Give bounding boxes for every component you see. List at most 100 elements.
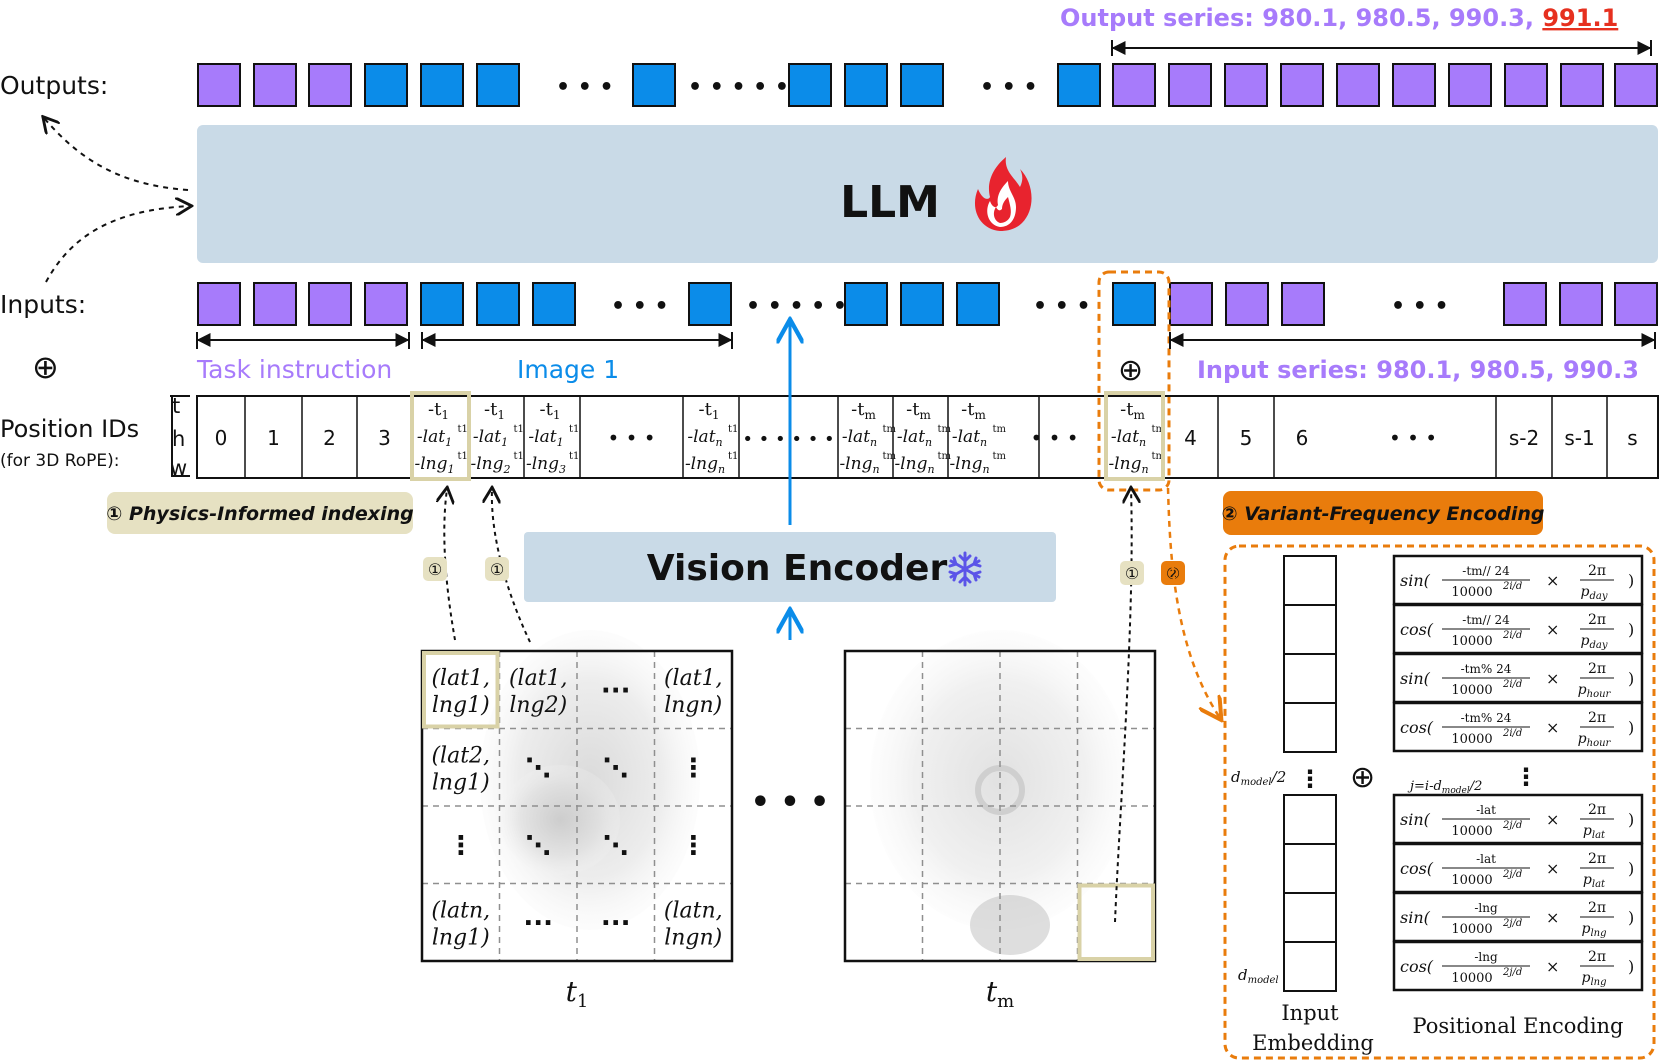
blue-token bbox=[900, 282, 944, 326]
blue-token bbox=[420, 63, 464, 107]
purple-token bbox=[1112, 63, 1156, 107]
image-1-label: Image 1 bbox=[517, 355, 619, 384]
grid-ellipsis-cell: ··· bbox=[601, 676, 631, 706]
ellipsis-token: • • • bbox=[556, 75, 614, 100]
svg-text:-tm: -tm bbox=[851, 399, 876, 422]
purple-token bbox=[1280, 63, 1324, 107]
svg-text:tm: tm bbox=[993, 451, 1007, 462]
svg-text:×: × bbox=[1546, 620, 1559, 639]
patch2-to-position-arrow bbox=[492, 489, 531, 643]
blue-token bbox=[420, 282, 464, 326]
svg-text:-tm: -tm bbox=[1120, 399, 1145, 422]
positional-encoding-label: Positional Encoding bbox=[1412, 1014, 1623, 1038]
svg-text:sin(: sin( bbox=[1400, 571, 1431, 590]
purple-token bbox=[1614, 282, 1658, 326]
purple-token bbox=[1503, 282, 1547, 326]
position-ellipsis: • • • bbox=[1030, 426, 1078, 450]
purple-token bbox=[1281, 282, 1325, 326]
svg-text:-lat: -lat bbox=[1476, 803, 1496, 817]
input-embedding-cell bbox=[1283, 604, 1337, 655]
purple-token bbox=[1448, 63, 1492, 107]
svg-text:): ) bbox=[1628, 810, 1634, 829]
svg-text:-latn: -latn bbox=[687, 427, 722, 449]
input-embedding-label: Input bbox=[1281, 1001, 1339, 1025]
grid-coord-cell: lng1) bbox=[432, 925, 490, 950]
grid-coord-cell: lng1) bbox=[432, 770, 490, 795]
svg-text:-lng2: -lng2 bbox=[470, 454, 510, 476]
llm-title: LLM bbox=[840, 177, 940, 228]
purple-token bbox=[197, 282, 241, 326]
blue-token bbox=[788, 63, 832, 107]
svg-text:2j/d: 2j/d bbox=[1502, 918, 1522, 929]
svg-text:): ) bbox=[1628, 859, 1634, 878]
svg-text:2π: 2π bbox=[1588, 900, 1606, 916]
svg-text:phour: phour bbox=[1578, 682, 1612, 700]
for-3d-rope-label: (for 3D RoPE): bbox=[0, 451, 120, 471]
purple-token bbox=[1560, 63, 1604, 107]
grid-ellipsis-cell: ⋱ bbox=[525, 753, 551, 783]
vision-encoder-title: Vision Encoder bbox=[647, 548, 948, 589]
dmodel-half-label: dmodel/2 bbox=[1231, 768, 1286, 788]
series-patch-highlight bbox=[1104, 391, 1165, 481]
svg-text:): ) bbox=[1628, 620, 1634, 639]
blue-token bbox=[900, 63, 944, 107]
blue-token bbox=[688, 282, 732, 326]
variant-frequency-badge bbox=[1223, 491, 1543, 535]
svg-text:cos(: cos( bbox=[1400, 718, 1434, 737]
position-ellipsis: • • • bbox=[607, 426, 655, 450]
j-index-label: j=i-dmodel/2 bbox=[1407, 779, 1482, 796]
svg-text:plng: plng bbox=[1581, 921, 1606, 939]
badge-two: ② bbox=[1161, 561, 1185, 585]
svg-text:-t1: -t1 bbox=[484, 399, 505, 422]
svg-text:tm: tm bbox=[883, 424, 897, 435]
position-cell-task: 0 bbox=[215, 426, 228, 450]
grid-tm: tm bbox=[843, 630, 1157, 1012]
svg-text:-lngn: -lngn bbox=[1108, 454, 1148, 476]
svg-text:cos(: cos( bbox=[1400, 957, 1434, 976]
purple-token bbox=[1392, 63, 1436, 107]
svg-text:t1: t1 bbox=[569, 451, 579, 462]
svg-text:-latn: -latn bbox=[1111, 427, 1146, 449]
position-cell-series: • • • bbox=[1389, 426, 1437, 450]
svg-text:①: ① bbox=[490, 560, 504, 579]
llm-box bbox=[197, 125, 1658, 263]
blue-token bbox=[956, 282, 1000, 326]
svg-text:10000: 10000 bbox=[1451, 922, 1492, 937]
grid-t1: (lat1,lng1)(lat1,lng2)···(lat1,lngn)(lat… bbox=[420, 630, 734, 1012]
grid-ellipsis-cell: ⋱ bbox=[525, 831, 551, 861]
patchm-to-position-arrow bbox=[1114, 489, 1132, 923]
output-series-label: Output series: 980.1, 980.5, 990.3, 991.… bbox=[1060, 4, 1618, 32]
grid-coord-cell: (latn, bbox=[431, 898, 490, 923]
svg-text:2π: 2π bbox=[1588, 710, 1606, 726]
position-cell-task: 1 bbox=[267, 426, 280, 450]
grid-ellipsis-cell: ⋱ bbox=[603, 753, 629, 783]
svg-text:①: ① bbox=[1125, 564, 1139, 583]
svg-text:-latn: -latn bbox=[897, 427, 932, 449]
svg-text:2π: 2π bbox=[1588, 563, 1606, 579]
svg-text:): ) bbox=[1628, 718, 1634, 737]
purple-token bbox=[1224, 63, 1268, 107]
purple-token bbox=[308, 282, 352, 326]
svg-text:tm: tm bbox=[938, 424, 952, 435]
svg-text:2π: 2π bbox=[1588, 612, 1606, 628]
svg-text:t1: t1 bbox=[728, 424, 738, 435]
svg-text:⋮: ⋮ bbox=[1514, 763, 1538, 791]
blue-token bbox=[844, 282, 888, 326]
svg-text:-tm: -tm bbox=[961, 399, 986, 422]
blue-token bbox=[844, 63, 888, 107]
grid-coord-cell: (latn, bbox=[664, 898, 723, 923]
physics-indexing-badge bbox=[107, 492, 413, 534]
grid-ellipsis-cell: ⋮ bbox=[680, 753, 706, 783]
grid-ellipsis-cell: ··· bbox=[523, 908, 553, 938]
svg-text:cos(: cos( bbox=[1400, 620, 1434, 639]
svg-text:-lat1: -lat1 bbox=[417, 427, 452, 449]
svg-text:sin(: sin( bbox=[1400, 908, 1431, 927]
svg-text:×: × bbox=[1546, 810, 1559, 829]
svg-text:2π: 2π bbox=[1588, 802, 1606, 818]
svg-text:): ) bbox=[1628, 957, 1634, 976]
blue-token bbox=[1112, 282, 1156, 326]
dmodel-label: dmodel bbox=[1238, 966, 1279, 986]
vision-encoder-box bbox=[524, 532, 1056, 602]
